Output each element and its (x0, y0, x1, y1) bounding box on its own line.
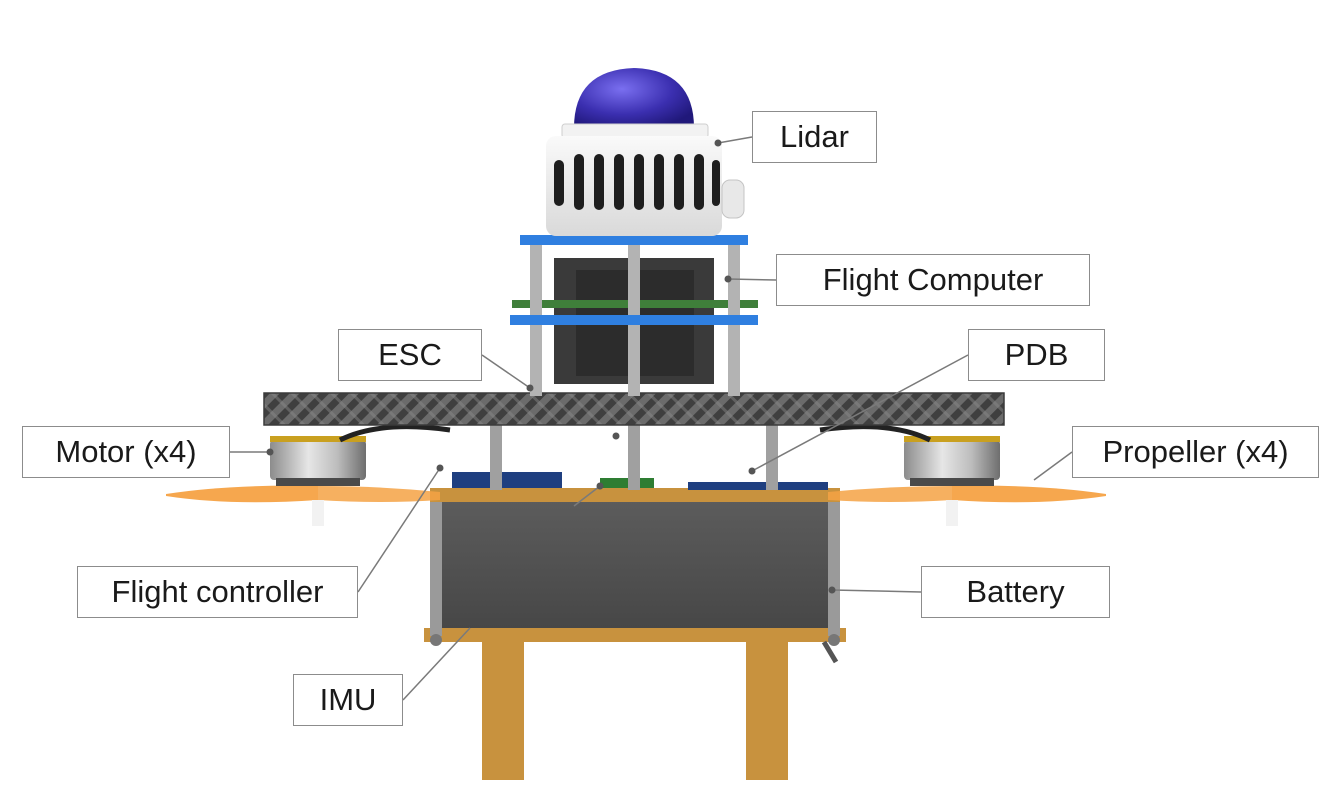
label-battery-text: Battery (966, 574, 1065, 609)
standoff (628, 424, 640, 490)
stand-bottom-plate (424, 628, 846, 642)
propeller-right (828, 485, 1106, 526)
battery (440, 500, 830, 628)
screw (828, 634, 840, 646)
stand-leg-right (746, 640, 788, 780)
label-pdb: PDB (968, 329, 1105, 381)
label-motor-text: Motor (x4) (55, 434, 197, 469)
label-pdb-text: PDB (1004, 337, 1069, 372)
carbon-frame (264, 393, 1004, 425)
label-propeller-text: Propeller (x4) (1102, 434, 1289, 469)
stand-leg-left (482, 640, 524, 780)
leader-lines (230, 136, 1073, 701)
standoff (490, 424, 502, 490)
label-battery: Battery (921, 566, 1110, 618)
standoff (766, 424, 778, 490)
battery-standoff-right (828, 496, 840, 636)
blue-plate-upper (520, 235, 748, 245)
flight-controller-board (452, 472, 562, 488)
battery-block (430, 496, 840, 646)
pdb-board (688, 482, 828, 490)
label-esc-text: ESC (378, 337, 442, 372)
screw (430, 634, 442, 646)
blue-plate-lower (510, 315, 758, 325)
stand (424, 628, 846, 780)
lidar-dome (574, 68, 694, 128)
imu-board (600, 478, 654, 488)
lidar-unit (546, 68, 745, 236)
label-imu: IMU (293, 674, 403, 726)
lower-plate (430, 488, 840, 502)
label-flight-computer: Flight Computer (776, 254, 1090, 306)
label-lidar: Lidar (752, 111, 877, 163)
motor-left (270, 424, 451, 486)
cable (821, 640, 839, 664)
label-lidar-text: Lidar (780, 119, 849, 154)
label-esc: ESC (338, 329, 482, 381)
propeller-left (166, 485, 440, 526)
motor-right (819, 424, 1000, 486)
label-flight-computer-text: Flight Computer (822, 262, 1044, 297)
label-imu-text: IMU (319, 682, 377, 717)
label-propeller: Propeller (x4) (1072, 426, 1319, 478)
battery-standoff-left (430, 496, 442, 636)
label-motor: Motor (x4) (22, 426, 230, 478)
label-flight-controller: Flight controller (77, 566, 358, 618)
label-flight-controller-text: Flight controller (111, 574, 324, 609)
